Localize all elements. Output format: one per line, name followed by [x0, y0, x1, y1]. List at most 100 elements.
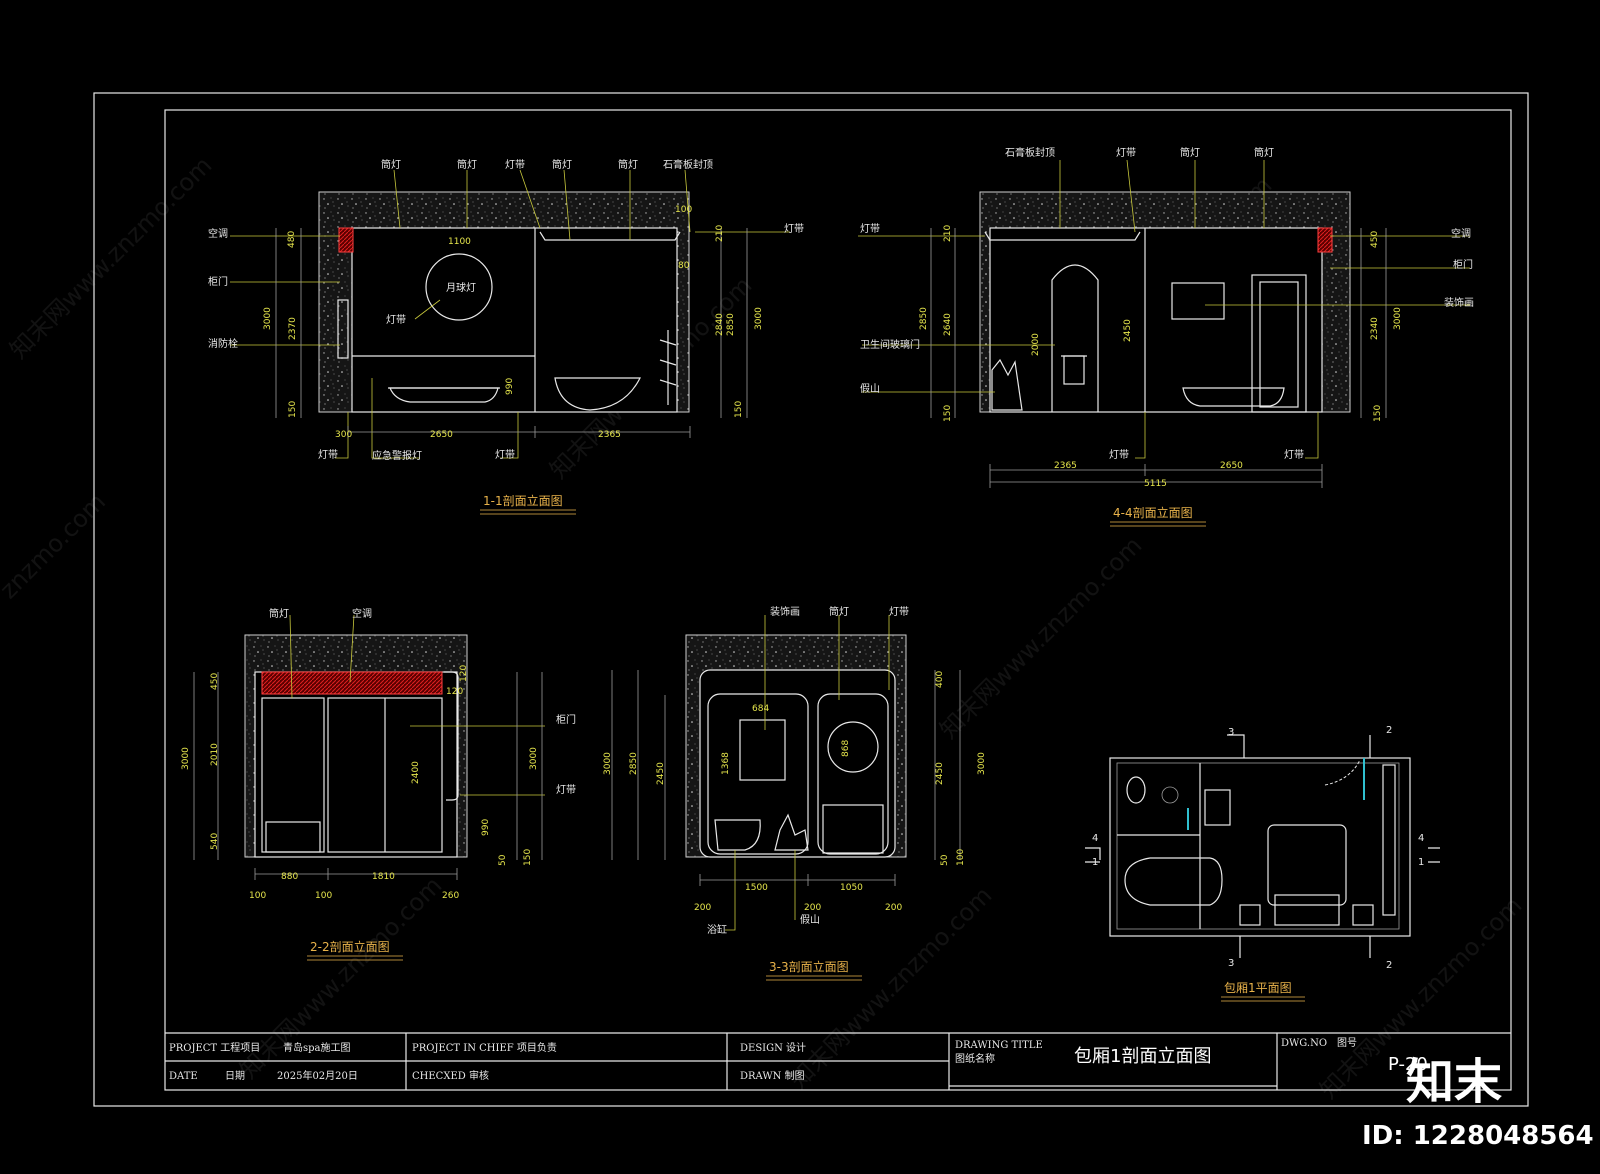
round-mirror-icon: [827, 721, 879, 773]
label: 灯带: [1116, 147, 1136, 159]
dim: 2340: [1370, 317, 1380, 340]
dim: 3000: [603, 752, 613, 775]
section-marker: 2: [1386, 725, 1392, 736]
dim: 2370: [288, 317, 298, 340]
label: 筒灯: [618, 158, 638, 171]
dim: 200: [885, 903, 902, 913]
ceiling-cove: [539, 231, 681, 241]
section-marker: 1: [1418, 857, 1424, 868]
vanity-cabinet: [822, 804, 884, 854]
dim: 2365: [1054, 461, 1077, 471]
dim: 540: [210, 833, 220, 850]
dim: 2640: [943, 313, 953, 336]
dim: 2450: [1123, 319, 1133, 342]
drawing-title-value: 包厢1剖面立面图: [1074, 1046, 1211, 1067]
dwg-no-value: P-20: [1388, 1054, 1428, 1075]
view-title: 2-2剖面立面图: [310, 939, 390, 954]
rockery-icon: [991, 358, 1023, 411]
dim: 2450: [935, 762, 945, 785]
watermark-text: 知末网www.znzmo.com: [934, 531, 1147, 744]
label: 浴缸: [707, 923, 727, 936]
dim: 150: [1373, 405, 1383, 422]
dim: 210: [715, 225, 725, 242]
label: 灯带: [1109, 449, 1129, 461]
dim: 3000: [977, 752, 987, 775]
toilet-icon: [1126, 776, 1146, 804]
label: 装饰画: [1444, 296, 1474, 309]
dim: 5115: [1144, 479, 1167, 489]
dim: 3000: [263, 307, 273, 330]
dim: 1100: [448, 237, 471, 247]
label: 柜门: [208, 275, 228, 288]
dim: 400: [935, 671, 945, 688]
design-label: DESIGN 设计: [740, 1041, 806, 1054]
dim: 2010: [210, 743, 220, 766]
bathtub-icon: [714, 819, 761, 851]
label: 筒灯: [829, 605, 849, 618]
dim: 150: [734, 401, 744, 418]
image-id: ID: 1228048564: [1362, 1121, 1594, 1151]
label: 空调: [208, 227, 228, 240]
section-3-3: 装饰画 筒灯 灯带 浴缸 假山 684 3000 2850 2450 1368 …: [603, 605, 987, 981]
label: 柜门: [1453, 258, 1473, 271]
label: 空调: [1451, 227, 1471, 240]
dim: 2450: [656, 762, 666, 785]
dim: 200: [694, 903, 711, 913]
section-4-4: 石膏板封顶 灯带 筒灯 筒灯 灯带 空调 柜门 装饰画 卫生间玻璃门 假山 灯带…: [858, 146, 1474, 527]
cabinet-door: [337, 299, 349, 359]
shower-icon: [1161, 786, 1179, 804]
room-interior: [254, 671, 458, 858]
dim: 684: [752, 704, 769, 714]
vanity-niche: [817, 693, 889, 855]
label: 筒灯: [381, 158, 401, 171]
label: 灯带: [784, 223, 804, 235]
room-interior: [989, 227, 1323, 413]
view-title: 1-1剖面立面图: [483, 493, 563, 508]
dim: 50: [498, 854, 508, 866]
dim: 3000: [1393, 307, 1403, 330]
section-1-1: 筒灯 筒灯 灯带 筒灯 筒灯 石膏板封顶 空调 柜门 消防栓 灯带 月球灯 灯带…: [208, 158, 804, 515]
label: 石膏板封顶: [1005, 146, 1055, 159]
section-marker: 4: [1418, 833, 1424, 844]
door-icon: [1251, 274, 1307, 413]
label: 筒灯: [1254, 146, 1274, 159]
view-title: 4-4剖面立面图: [1113, 505, 1193, 520]
dim: 1500: [745, 883, 768, 893]
ceiling-cove: [984, 231, 1141, 241]
dim: 990: [481, 819, 491, 836]
project-label: PROJECT 工程项目: [169, 1042, 260, 1054]
watermark-text: 知末网www.znzmo.com: [4, 151, 217, 364]
section-marker: 1: [1092, 857, 1098, 868]
basin-icon: [1204, 789, 1231, 826]
section-marker: 3: [1228, 727, 1234, 738]
plan-outline: [1109, 757, 1411, 937]
dim: 150: [943, 405, 953, 422]
label: 消防栓: [208, 337, 238, 350]
decor-painting-icon: [739, 719, 786, 781]
room-interior: [699, 669, 896, 858]
section-marker: 2: [1386, 960, 1392, 971]
decor-painting-icon: [1171, 282, 1225, 320]
dim: 100: [315, 891, 332, 901]
dim: 2400: [411, 761, 421, 784]
label: 灯带: [318, 449, 338, 461]
bed-icon: [1267, 824, 1347, 906]
inner-frame: [164, 109, 1512, 1091]
label: 月球灯: [446, 281, 476, 294]
room-interior: [351, 227, 678, 413]
floor-plan: 3 2 4 1 4 1 3 2 包厢1平面图: [1085, 725, 1440, 1002]
dim: 480: [287, 231, 297, 248]
outer-frame: [93, 92, 1529, 1107]
dim: 200: [804, 903, 821, 913]
brand-logo: 知末: [1406, 1054, 1502, 1110]
bath-niche: [707, 693, 809, 855]
dim: 120: [459, 665, 469, 682]
dim: 100: [675, 205, 692, 215]
label: 灯带: [1284, 449, 1304, 461]
dim: 1050: [840, 883, 863, 893]
massage-bed-icon: [389, 387, 499, 403]
dim: 120: [446, 687, 463, 697]
dim: 868: [841, 740, 851, 757]
dim: 100: [249, 891, 266, 901]
